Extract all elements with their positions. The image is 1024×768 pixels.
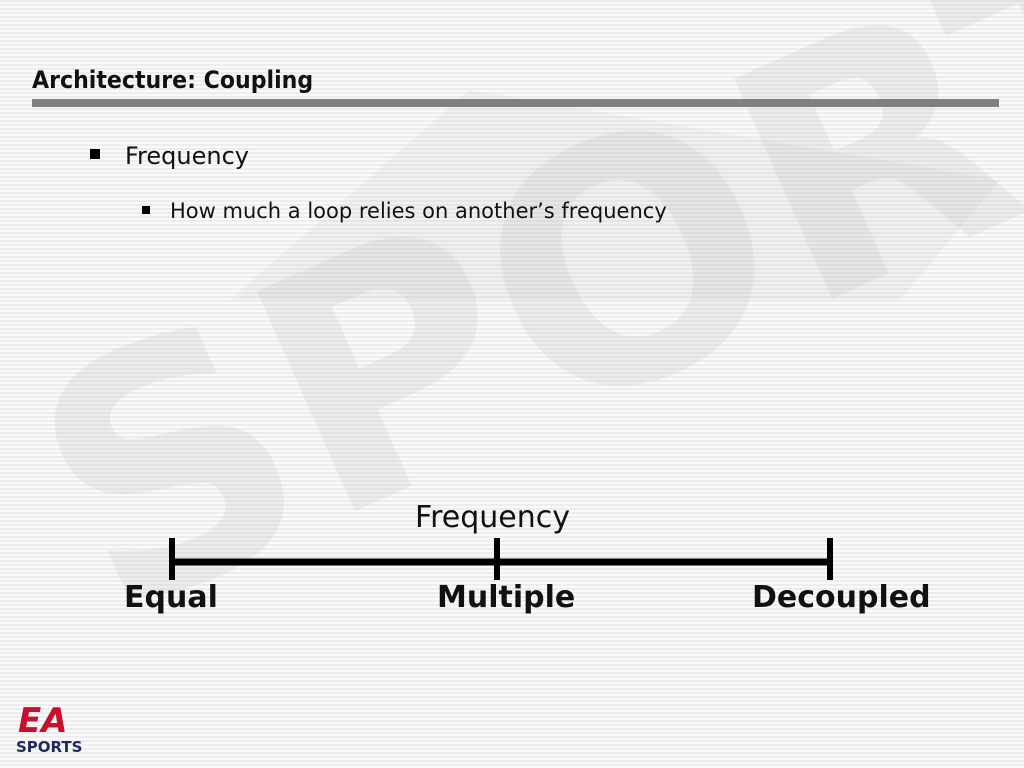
svg-text:SPORTS: SPORTS (16, 738, 82, 756)
bullet-text: How much a loop relies on another’s freq… (170, 199, 667, 223)
bullet-level-2: How much a loop relies on another’s freq… (142, 199, 667, 223)
bullet-level-1: Frequency (90, 142, 249, 170)
svg-text:EA: EA (18, 701, 68, 741)
title-underline (32, 99, 999, 107)
scale-title: Frequency (415, 500, 570, 535)
bullet-text: Frequency (125, 142, 249, 170)
square-bullet-icon (90, 149, 100, 159)
slide-title: Architecture: Coupling (32, 66, 314, 94)
ea-sports-logo: EA SPORTS (16, 701, 82, 756)
scale-label-decoupled: Decoupled (752, 580, 931, 615)
scale-label-equal: Equal (124, 580, 218, 615)
scale-label-multiple: Multiple (437, 580, 576, 615)
square-bullet-icon (142, 206, 150, 214)
